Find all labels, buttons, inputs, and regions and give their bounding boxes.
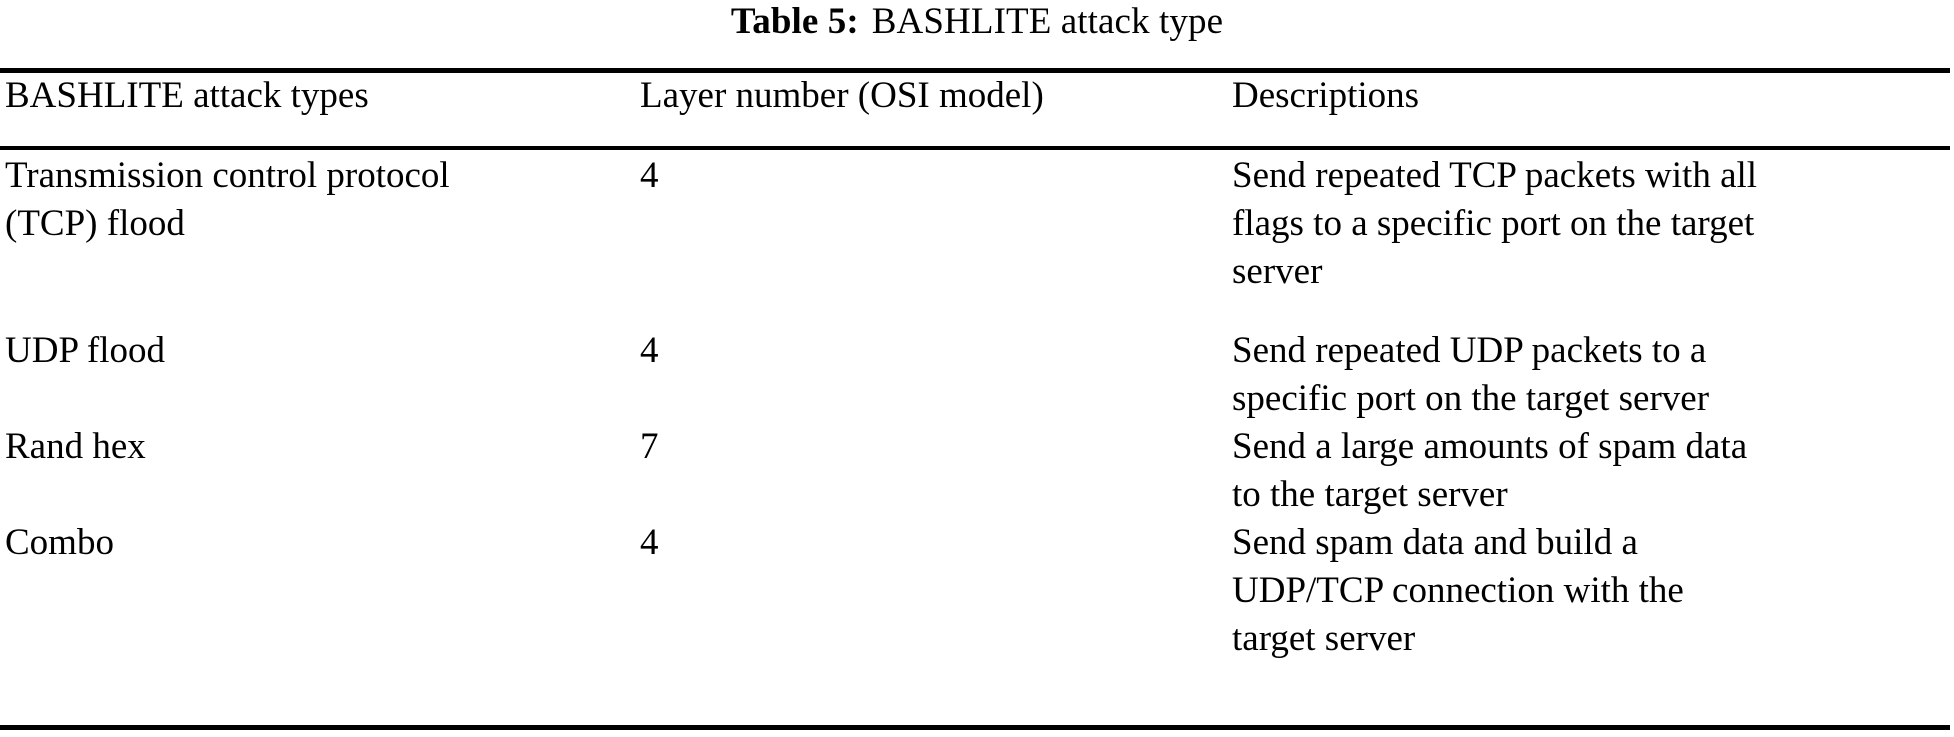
- table-top-rule: [0, 68, 1950, 73]
- cell-layer-number-text: 4: [640, 522, 659, 563]
- table-row: Transmission control protocol (TCP) floo…: [0, 152, 1954, 296]
- cell-description: Send spam data and build a UDP/TCP conne…: [1232, 519, 1954, 663]
- table-caption: Table 5: BASHLITE attack type: [0, 0, 1954, 44]
- cell-layer-number: 4: [640, 519, 1232, 567]
- cell-attack-type: Combo: [0, 519, 640, 567]
- table-row: Combo 4 Send spam data and build a UDP/T…: [0, 519, 1954, 663]
- table-header-rule: [0, 146, 1950, 150]
- cell-description: Send a large amounts of spam data to the…: [1232, 423, 1954, 519]
- cell-attack-type-text: UDP flood: [5, 330, 165, 371]
- cell-attack-type: Rand hex: [0, 423, 640, 471]
- column-header-attack-types: BASHLITE attack types: [0, 73, 640, 119]
- table-row: UDP flood 4 Send repeated UDP packets to…: [0, 327, 1954, 423]
- column-header-layer-number: Layer number (OSI model): [640, 73, 1232, 119]
- cell-description-text: Send repeated TCP packets with all flags…: [1232, 155, 1758, 292]
- cell-layer-number-text: 7: [640, 426, 659, 467]
- table-header-row: BASHLITE attack types Layer number (OSI …: [0, 73, 1954, 119]
- cell-attack-type-text: Combo: [5, 522, 114, 563]
- cell-attack-type-text: Transmission control protocol (TCP) floo…: [5, 155, 450, 244]
- cell-layer-number: 4: [640, 327, 1232, 375]
- table-caption-label: Table 5:: [730, 1, 859, 42]
- table-row: Rand hex 7 Send a large amounts of spam …: [0, 423, 1954, 519]
- cell-layer-number: 7: [640, 423, 1232, 471]
- column-header-descriptions: Descriptions: [1232, 73, 1954, 119]
- column-header-layer-number-label: Layer number (OSI model): [640, 75, 1044, 116]
- table-caption-text: BASHLITE attack type: [871, 1, 1224, 42]
- cell-layer-number-text: 4: [640, 330, 659, 371]
- cell-layer-number: 4: [640, 152, 1232, 200]
- cell-attack-type: UDP flood: [0, 327, 640, 375]
- cell-description: Send repeated TCP packets with all flags…: [1232, 152, 1954, 296]
- cell-attack-type: Transmission control protocol (TCP) floo…: [0, 152, 640, 248]
- cell-description: Send repeated UDP packets to a specific …: [1232, 327, 1954, 423]
- column-header-attack-types-label: BASHLITE attack types: [5, 75, 369, 116]
- column-header-descriptions-label: Descriptions: [1232, 75, 1420, 116]
- cell-layer-number-text: 4: [640, 155, 659, 196]
- cell-attack-type-text: Rand hex: [5, 426, 146, 467]
- table-bottom-rule: [0, 725, 1950, 730]
- cell-description-text: Send repeated UDP packets to a specific …: [1232, 330, 1710, 419]
- cell-description-text: Send spam data and build a UDP/TCP conne…: [1232, 522, 1684, 659]
- cell-description-text: Send a large amounts of spam data to the…: [1232, 426, 1748, 515]
